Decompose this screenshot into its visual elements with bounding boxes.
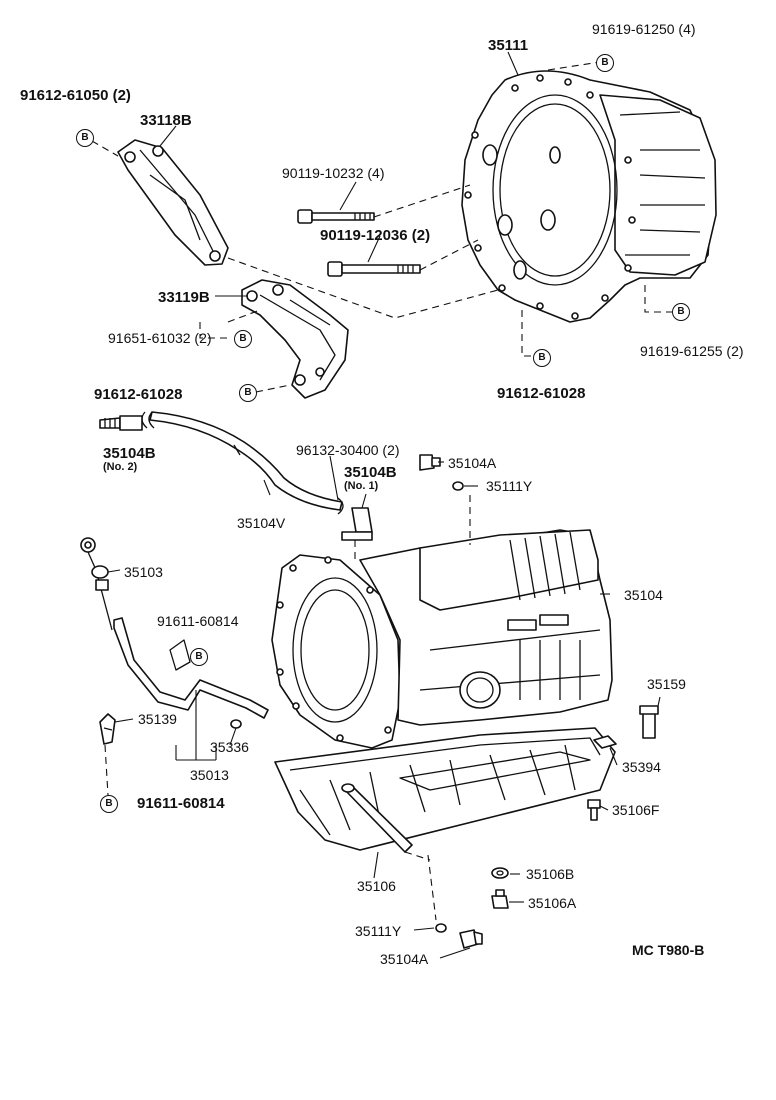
label-35139: 35139 bbox=[138, 711, 177, 727]
label-33119b: 33119B bbox=[158, 289, 210, 306]
hoses-drawing bbox=[99, 411, 464, 541]
b-marker-icon: B bbox=[533, 349, 551, 367]
bell-housing-drawing bbox=[461, 70, 717, 323]
diagram-code: MC T980-B bbox=[632, 942, 705, 958]
label-91619-61250: 91619-61250 (4) bbox=[592, 21, 696, 37]
leader-lines bbox=[107, 51, 661, 959]
label-35106f: 35106F bbox=[612, 802, 660, 818]
b-marker-icon: B bbox=[239, 384, 257, 402]
b-marker-icon: B bbox=[672, 303, 690, 321]
label-35104a-bottom: 35104A bbox=[380, 951, 429, 967]
label-35104b-no1-sub: (No. 1) bbox=[344, 480, 379, 492]
label-35111y-top: 35111Y bbox=[486, 478, 533, 494]
label-35013: 35013 bbox=[190, 767, 229, 783]
b-marker-icon: B bbox=[596, 54, 614, 72]
label-91619-61255: 91619-61255 (2) bbox=[640, 343, 744, 359]
label-35106a: 35106A bbox=[528, 895, 577, 911]
transmission-case-drawing bbox=[271, 529, 613, 749]
label-35106b: 35106B bbox=[526, 866, 575, 882]
label-35111y-bottom: 35111Y bbox=[355, 923, 402, 939]
label-35104v: 35104V bbox=[237, 515, 286, 531]
label-96132-30400: 96132-30400 (2) bbox=[296, 442, 400, 458]
small-parts-drawing bbox=[435, 705, 659, 949]
dipstick-drawing bbox=[80, 537, 269, 745]
b-marker-icon: B bbox=[234, 330, 252, 348]
oil-pan-drawing bbox=[274, 727, 616, 853]
label-35111: 35111 bbox=[488, 37, 529, 54]
b-marker-icon: B bbox=[76, 129, 94, 147]
label-33118b: 33118B bbox=[140, 112, 192, 129]
label-91651-61032: 91651-61032 (2) bbox=[108, 330, 212, 346]
label-91611-60814-top: 91611-60814 bbox=[157, 613, 239, 629]
label-91612-61028-right: 91612-61028 bbox=[497, 385, 586, 402]
label-35104a-top: 35104A bbox=[448, 455, 497, 471]
dashed-lines bbox=[91, 61, 672, 921]
label-90119-10232: 90119-10232 (4) bbox=[282, 165, 385, 181]
label-35104: 35104 bbox=[624, 587, 663, 603]
bracket-33119b-drawing bbox=[241, 279, 349, 399]
label-35336: 35336 bbox=[210, 739, 249, 755]
b-marker-icon: B bbox=[190, 648, 208, 666]
label-91612-61028-left: 91612-61028 bbox=[94, 386, 183, 403]
label-35159: 35159 bbox=[647, 676, 686, 692]
label-91612-61050: 91612-61050 (2) bbox=[20, 87, 131, 104]
label-35104b-no2: 35104B bbox=[103, 445, 156, 462]
label-35106: 35106 bbox=[357, 878, 396, 894]
b-marker-icon: B bbox=[100, 795, 118, 813]
label-91611-60814-bottom: 91611-60814 bbox=[137, 795, 225, 812]
label-35103: 35103 bbox=[124, 564, 163, 580]
label-35104b-no1: 35104B bbox=[344, 464, 397, 481]
label-35394: 35394 bbox=[622, 759, 661, 775]
label-90119-12036: 90119-12036 (2) bbox=[320, 227, 431, 244]
bracket-33118b-drawing bbox=[117, 139, 229, 266]
bolts-drawing bbox=[297, 209, 421, 277]
label-35104b-no2-sub: (No. 2) bbox=[103, 461, 138, 473]
